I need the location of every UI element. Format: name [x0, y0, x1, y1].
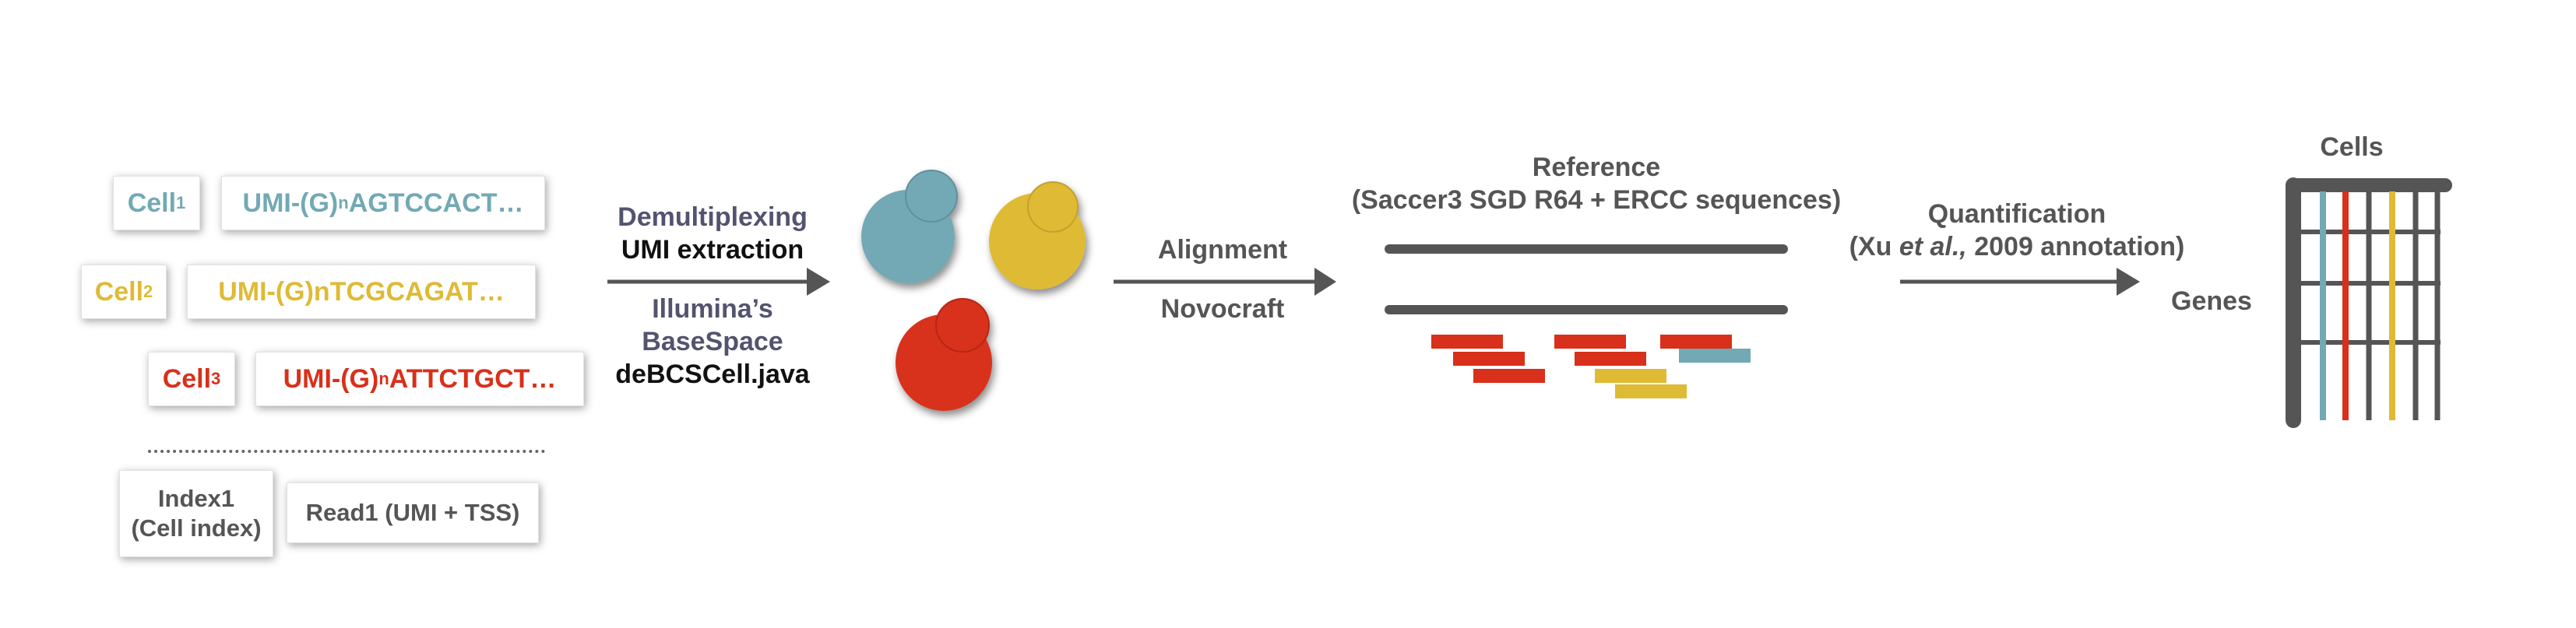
alignment-label: Alignment — [1157, 235, 1288, 265]
arrow-demux — [607, 268, 830, 296]
cell-yellow-icon — [989, 181, 1086, 289]
genes-label: Genes — [2171, 286, 2252, 316]
dotted-separator — [148, 450, 545, 453]
read-box: Read1 (UMI + TSS) — [287, 482, 539, 543]
cell-red-icon — [896, 298, 992, 411]
cell3-seq-sub: n — [378, 369, 389, 388]
cell3-seq-rest: ATTCTGCT… — [389, 363, 557, 394]
cell3-label: Cell — [162, 363, 212, 394]
cell2-sequence: UMI-(G)nTCGCAGAT… — [187, 265, 536, 319]
cell1-label: Cell — [127, 188, 177, 218]
arrow-alignment — [1114, 268, 1336, 296]
read-box-label: Read1 (UMI + TSS) — [305, 499, 520, 526]
cell2-sub: 2 — [143, 282, 153, 301]
index-box: Index1 (Cell index) — [119, 470, 273, 557]
umi-extraction-label: UMI extraction — [621, 235, 804, 265]
cell3-seq: UMI-(G) — [283, 363, 379, 394]
reference-label: Reference — [1532, 153, 1661, 182]
index-box-line1: Index1 — [157, 485, 235, 512]
illumina-label: Illumina’s — [652, 294, 773, 324]
reference-sequence-lines — [1385, 244, 1788, 314]
demux-label: Demultiplexing — [618, 202, 808, 232]
quantification-label: Quantification — [1927, 199, 2106, 229]
arrow-quantification — [1900, 268, 2140, 296]
count-matrix — [2286, 177, 2452, 428]
cell2-label: Cell — [94, 276, 144, 307]
cell1-seq-sub: n — [338, 193, 349, 212]
debcscell-label: deBCSCell.java — [615, 360, 810, 389]
cell2-seq: UMI-(G)nTCGCAGAT… — [218, 276, 505, 307]
basespace-label: BaseSpace — [642, 327, 783, 356]
cell1-sub: 1 — [176, 193, 186, 212]
novocraft-label: Novocraft — [1160, 294, 1285, 324]
cells-label: Cells — [2320, 132, 2384, 162]
cell3-sequence: UMI-(G)n ATTCTGCT… — [255, 352, 584, 406]
cell3-sub: 3 — [211, 369, 221, 388]
cell1-seq: UMI-(G) — [242, 188, 339, 218]
cell1-seq-rest: AGTCCACT… — [348, 188, 524, 218]
aligned-reads — [1431, 335, 1751, 398]
index-box-line2: (Cell index) — [131, 514, 262, 542]
reference-detail-label: (Saccer3 SGD R64 + ERCC sequences) — [1351, 185, 1842, 215]
cell-teal-icon — [861, 170, 958, 283]
quantification-detail-label: (Xu et al., 2009 annotation) — [1849, 232, 2185, 261]
